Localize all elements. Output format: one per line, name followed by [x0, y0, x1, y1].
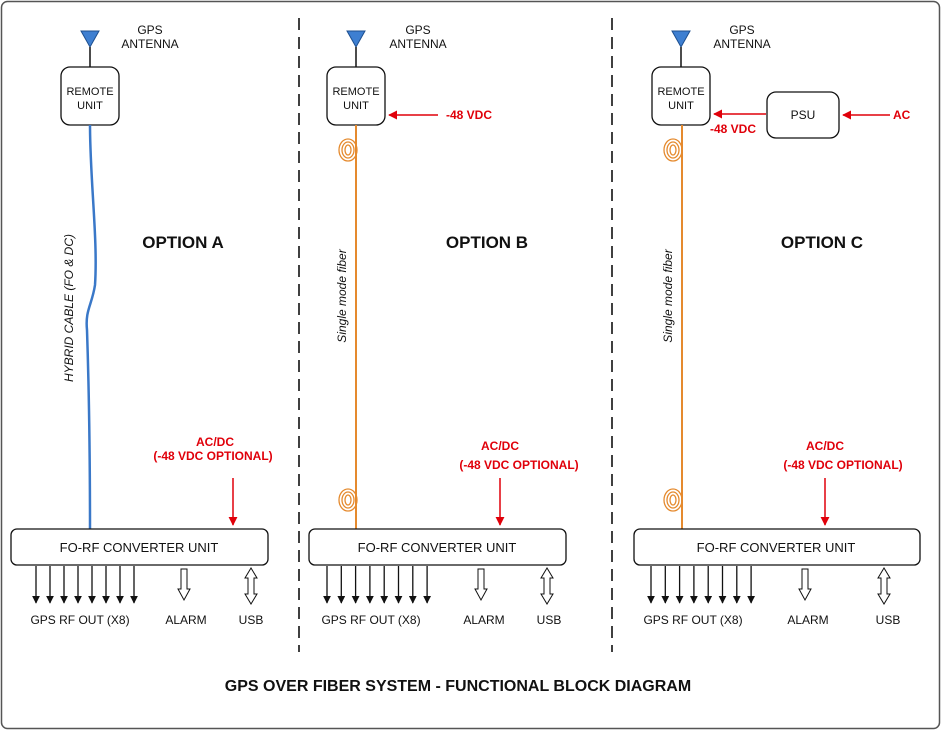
rf-output-arrows — [323, 566, 432, 604]
power-label-line1: AC/DC — [481, 439, 519, 453]
converter-unit-box — [10, 528, 269, 566]
usb-bidirectional-arrow — [244, 567, 258, 605]
remote-unit-label-line1: REMOTE — [66, 86, 113, 98]
hybrid-cable — [85, 124, 97, 531]
converter-unit-label: FO-RF CONVERTER UNIT — [697, 540, 856, 555]
converter-unit-box — [633, 528, 921, 566]
usb-label: USB — [239, 613, 264, 627]
psu-box — [766, 91, 840, 139]
rf-out-label: GPS RF OUT (X8) — [30, 613, 129, 627]
gps-antenna-icon — [80, 30, 100, 67]
option-label: OPTION A — [142, 233, 224, 252]
antenna-label-line2: ANTENNA — [389, 37, 446, 51]
usb-bidirectional-arrow — [540, 567, 554, 605]
remote-unit-label-line2: UNIT — [343, 100, 369, 112]
fiber-label: Single mode fiber — [661, 248, 675, 342]
psu-input-label: AC — [893, 108, 911, 122]
gps-antenna-icon — [346, 30, 366, 67]
option-c-panel: GPS ANTENNA REMOTE UNIT PSU -48 VDC AC S… — [633, 23, 921, 627]
fiber-coil-bottom — [663, 488, 683, 512]
antenna-label-line1: GPS — [137, 23, 162, 37]
option-label: OPTION B — [446, 233, 528, 252]
remote-unit-label-line2: UNIT — [668, 100, 694, 112]
antenna-label-line1: GPS — [405, 23, 430, 37]
alarm-label: ALARM — [165, 613, 206, 627]
antenna-label-line1: GPS — [729, 23, 754, 37]
power-label-line2: (-48 VDC OPTIONAL) — [153, 449, 272, 463]
rf-output-arrows — [647, 566, 755, 604]
rf-output-arrows — [32, 566, 138, 604]
option-label: OPTION C — [781, 233, 863, 252]
rf-out-label: GPS RF OUT (X8) — [321, 613, 420, 627]
remote-unit-label-line1: REMOTE — [332, 86, 379, 98]
converter-unit-label: FO-RF CONVERTER UNIT — [60, 540, 219, 555]
fiber-coil-top — [338, 138, 358, 162]
option-b-panel: GPS ANTENNA REMOTE UNIT -48 VDC Single m… — [308, 23, 579, 627]
power-label-line2: (-48 VDC OPTIONAL) — [783, 458, 902, 472]
psu-label: PSU — [791, 108, 816, 122]
power-label-line1: AC/DC — [806, 439, 844, 453]
alarm-label: ALARM — [787, 613, 828, 627]
alarm-arrow — [798, 568, 812, 602]
alarm-arrow — [474, 568, 488, 602]
diagram-title: GPS OVER FIBER SYSTEM - FUNCTIONAL BLOCK… — [225, 678, 691, 695]
antenna-label-line2: ANTENNA — [713, 37, 770, 51]
hybrid-cable-label: HYBRID CABLE (FO & DC) — [62, 234, 76, 382]
alarm-label: ALARM — [463, 613, 504, 627]
alarm-arrow — [177, 568, 191, 602]
antenna-label-line2: ANTENNA — [121, 37, 178, 51]
power-label-line1: AC/DC — [196, 435, 234, 449]
converter-unit-box — [308, 528, 567, 566]
usb-label: USB — [876, 613, 901, 627]
usb-label: USB — [537, 613, 562, 627]
fiber-coil-bottom — [338, 488, 358, 512]
gps-antenna-icon — [671, 30, 691, 67]
usb-bidirectional-arrow — [877, 567, 891, 605]
remote-power-label: -48 VDC — [710, 122, 756, 136]
fiber-coil-top — [663, 138, 683, 162]
remote-unit-label-line1: REMOTE — [657, 86, 704, 98]
power-label-line2: (-48 VDC OPTIONAL) — [459, 458, 578, 472]
fiber-label: Single mode fiber — [335, 248, 349, 342]
converter-unit-label: FO-RF CONVERTER UNIT — [358, 540, 517, 555]
option-a-panel: GPS ANTENNA REMOTE UNIT HYBRID CABLE (FO… — [10, 23, 273, 627]
rf-out-label: GPS RF OUT (X8) — [643, 613, 742, 627]
remote-unit-label-line2: UNIT — [77, 100, 103, 112]
remote-power-label: -48 VDC — [446, 108, 492, 122]
